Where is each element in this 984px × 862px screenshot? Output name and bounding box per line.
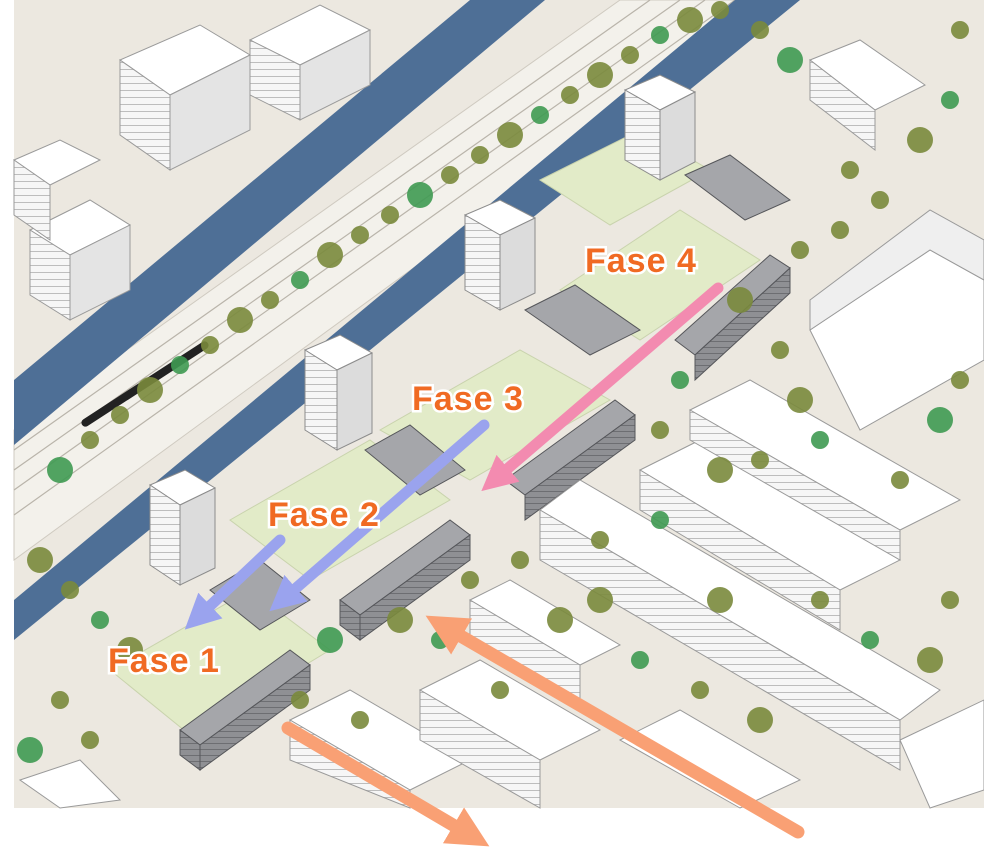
- tree-icon: [81, 431, 99, 449]
- tree-icon: [51, 691, 69, 709]
- new-phase-buildings: [179, 154, 791, 771]
- tree-icon: [261, 291, 279, 309]
- tree-icon: [907, 127, 933, 153]
- tree-icon: [471, 146, 489, 164]
- tree-icon: [227, 307, 253, 333]
- rail-tracks: [13, 0, 736, 516]
- tree-icon: [707, 457, 733, 483]
- arrow-fase3-to-fase2: [269, 419, 490, 612]
- tree-icon: [351, 226, 369, 244]
- towers: [148, 74, 697, 586]
- phase-arrows: [184, 282, 805, 847]
- tree-icon: [771, 341, 789, 359]
- tree-icon: [811, 431, 829, 449]
- tree-icon: [941, 91, 959, 109]
- tree-icon: [751, 21, 769, 39]
- tree-icon: [677, 7, 703, 33]
- tree-icon: [751, 451, 769, 469]
- existing-buildings: [12, 4, 372, 321]
- tree-icon: [461, 571, 479, 589]
- phase-labels: Fase 4 Fase 3 Fase 2 Fase 1: [106, 240, 699, 683]
- tree-icon: [81, 731, 99, 749]
- tree-icon: [651, 511, 669, 529]
- tree-icon: [811, 591, 829, 609]
- tree-icon: [891, 471, 909, 489]
- tree-icon: [587, 587, 613, 613]
- tree-icon: [497, 122, 523, 148]
- tree-icon: [927, 407, 953, 433]
- tree-icon: [531, 106, 549, 124]
- tree-icon: [631, 651, 649, 669]
- tree-icon: [747, 707, 773, 733]
- tree-icon: [711, 1, 729, 19]
- tree-icon: [941, 591, 959, 609]
- tree-icon: [91, 611, 109, 629]
- tree-icon: [777, 47, 803, 73]
- tree-icon: [47, 457, 73, 483]
- tree-icon: [381, 206, 399, 224]
- tree-icon: [171, 356, 189, 374]
- tree-icon: [561, 86, 579, 104]
- tree-icon: [591, 531, 609, 549]
- tree-icon: [951, 371, 969, 389]
- arrow-access-south: [281, 721, 490, 847]
- tree-icon: [861, 631, 879, 649]
- tree-icon: [317, 242, 343, 268]
- arrow-access-north: [425, 615, 805, 839]
- tree-icon: [951, 21, 969, 39]
- label-fase-4: Fase 4: [585, 242, 697, 280]
- arrow-fase2-to-fase1: [184, 534, 286, 630]
- tree-icon: [291, 691, 309, 709]
- canal: [14, 0, 545, 445]
- tree-icon: [387, 607, 413, 633]
- label-fase-3: Fase 3: [412, 380, 524, 418]
- tree-icon: [317, 627, 343, 653]
- label-fase-2: Fase 2: [268, 496, 380, 534]
- tree-icon: [651, 421, 669, 439]
- tree-icon: [291, 271, 309, 289]
- tree-icon: [511, 551, 529, 569]
- tree-icon: [27, 547, 53, 573]
- tree-icon: [691, 681, 709, 699]
- tree-icon: [727, 287, 753, 313]
- tree-icon: [871, 191, 889, 209]
- arrow-fase4-to-fase3: [481, 282, 724, 492]
- tree-icon: [137, 377, 163, 403]
- tree-icon: [621, 46, 639, 64]
- tree-icon: [117, 637, 143, 663]
- tree-icon: [841, 161, 859, 179]
- tree-icon: [547, 607, 573, 633]
- tree-icon: [917, 647, 943, 673]
- tree-icon: [491, 681, 509, 699]
- tree-icon: [587, 62, 613, 88]
- tree-icon: [707, 587, 733, 613]
- tree-icon: [651, 26, 669, 44]
- tree-icon: [441, 166, 459, 184]
- label-fase-1: Fase 1: [108, 642, 220, 680]
- tree-icon: [111, 406, 129, 424]
- tree-icon: [407, 182, 433, 208]
- tree-icon: [17, 737, 43, 763]
- tree-icon: [201, 336, 219, 354]
- tree-icon: [831, 221, 849, 239]
- tree-icon: [61, 581, 79, 599]
- existing-blocks-east: [539, 39, 984, 771]
- tree-icon: [791, 241, 809, 259]
- tree-icon: [351, 711, 369, 729]
- tree-icon: [787, 387, 813, 413]
- tree-icon: [671, 371, 689, 389]
